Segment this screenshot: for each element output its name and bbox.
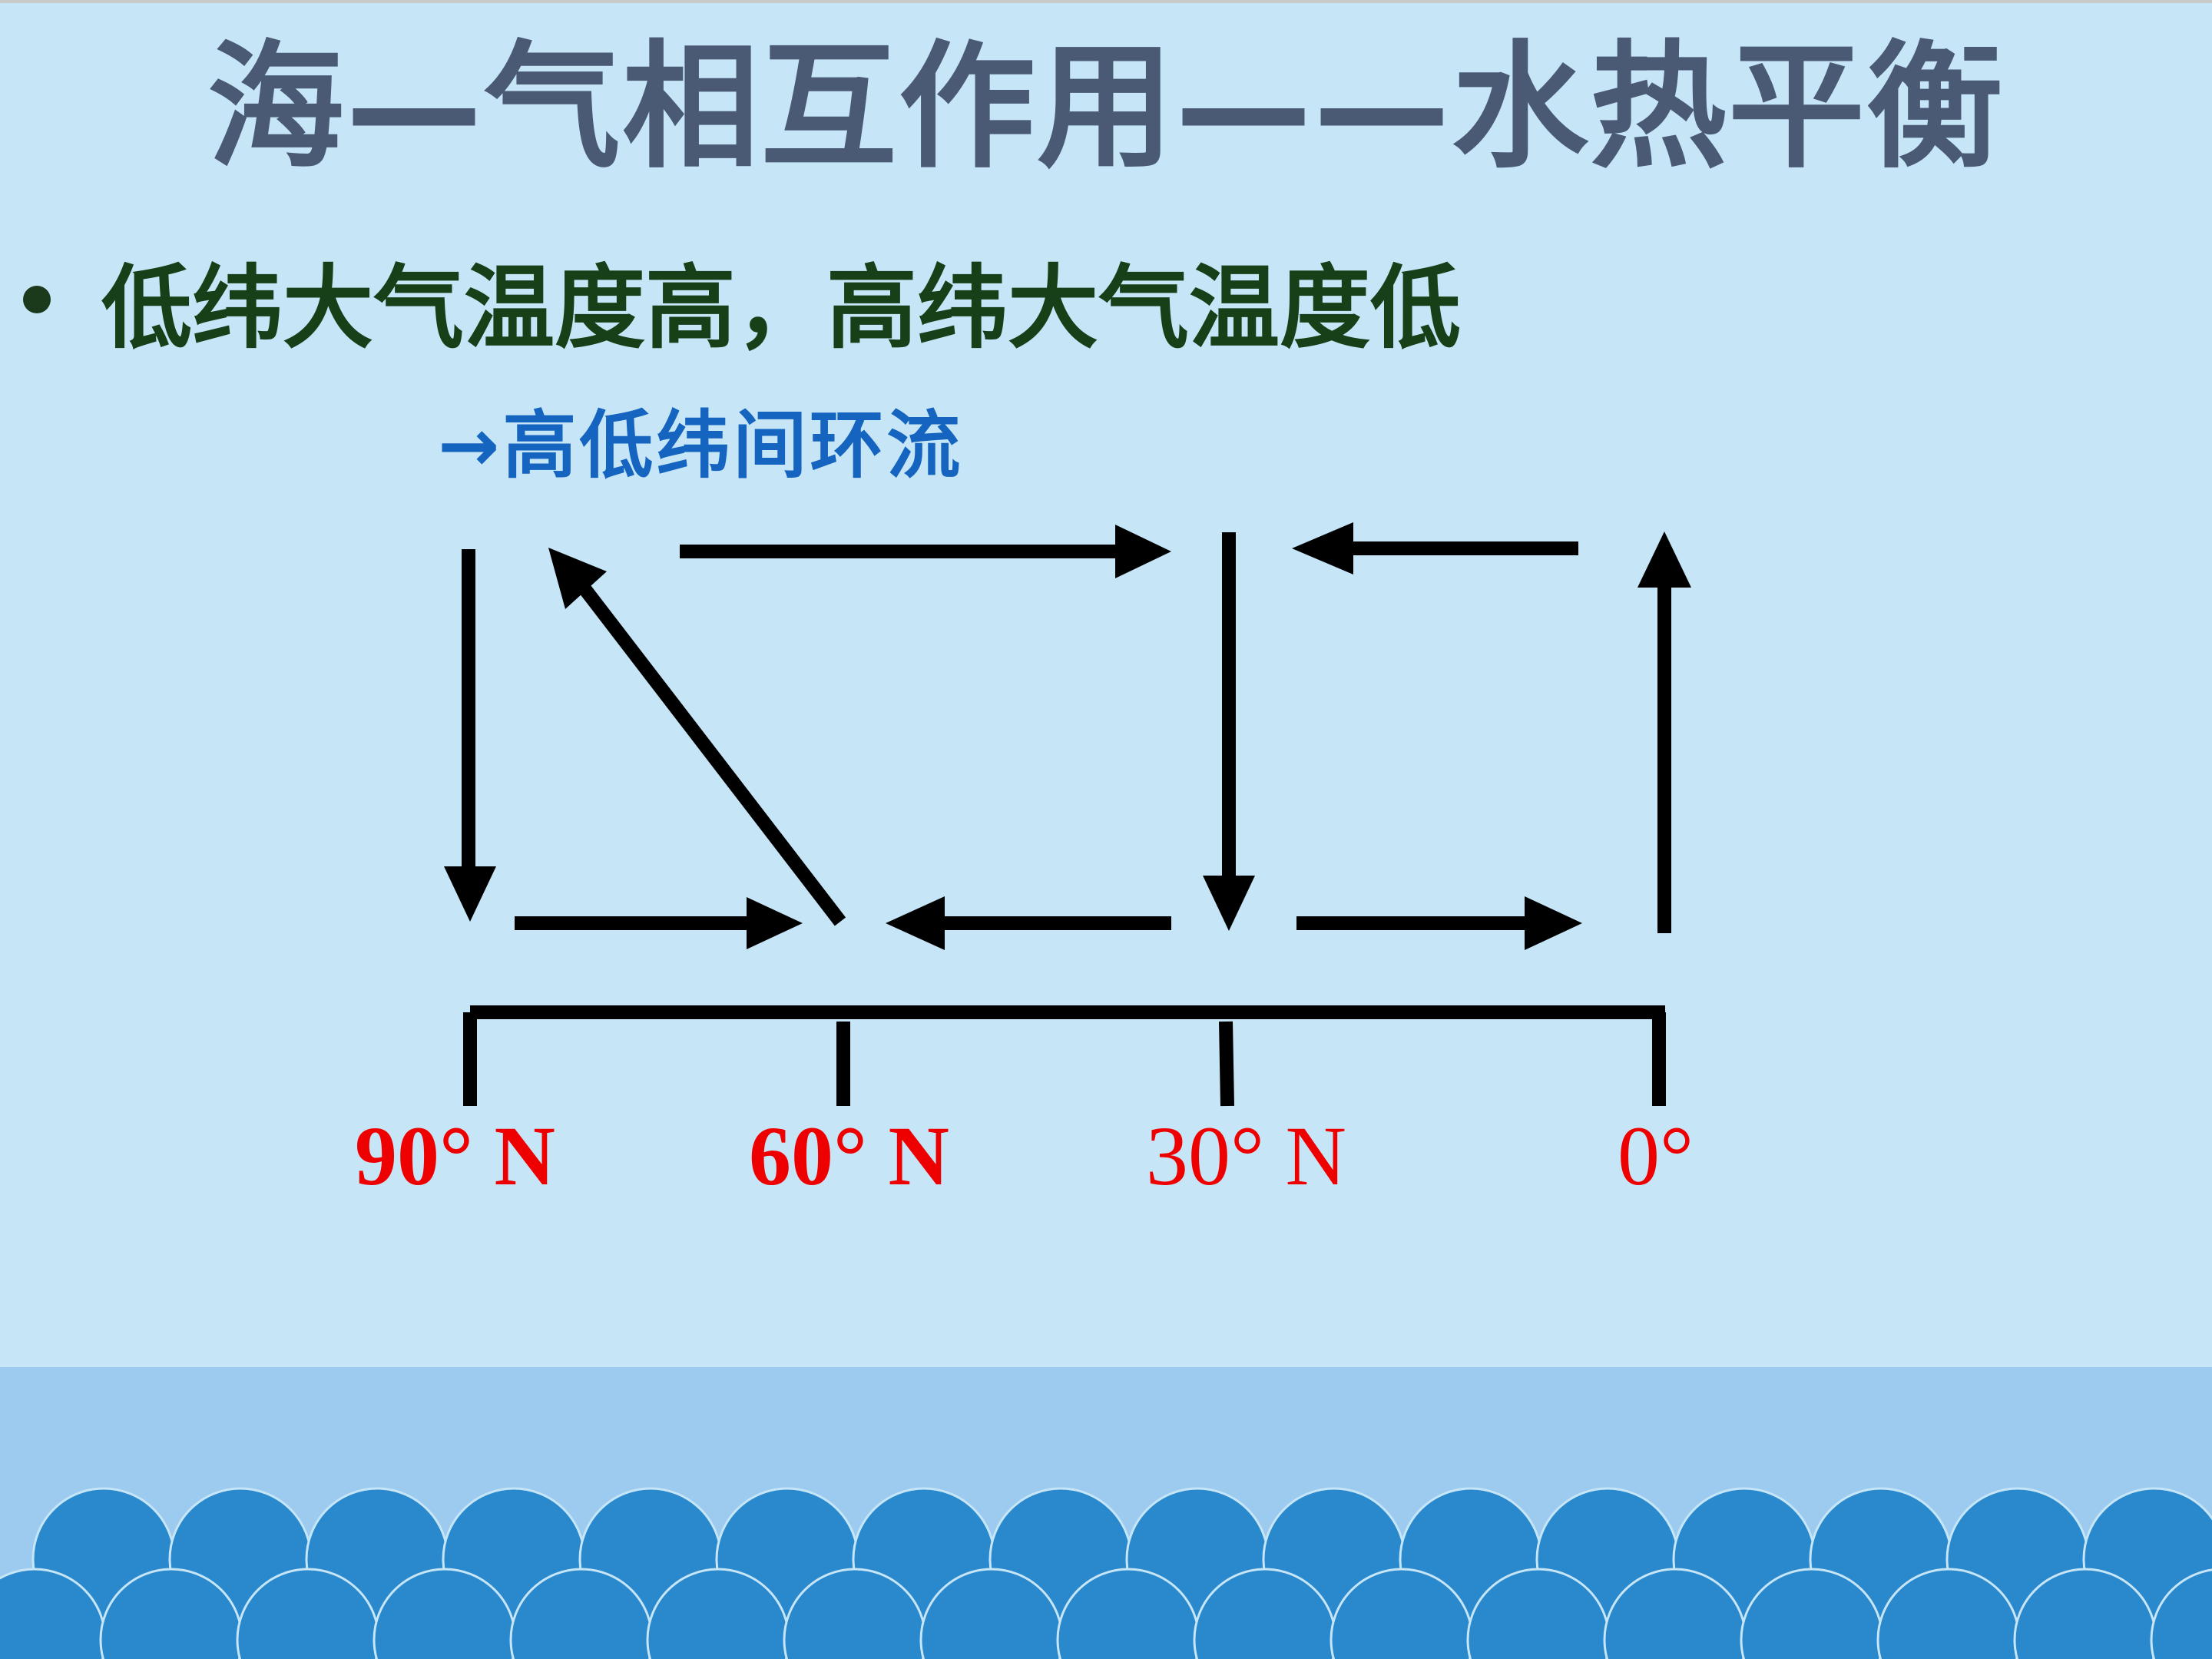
- bullet-dot-icon: [23, 286, 51, 313]
- arrowhead-down-icon: [1203, 876, 1255, 931]
- latitude-label-30n: 30° N: [1146, 1109, 1346, 1203]
- latitude-axis: [463, 1005, 1666, 1107]
- arrowhead-left-icon: [886, 896, 945, 950]
- arrowhead-left-icon: [1292, 522, 1353, 575]
- circulation-subtitle: →高低纬间环流: [438, 402, 964, 488]
- arrowhead-up-icon: [1637, 531, 1691, 588]
- bullet-text: 低纬大气温度高，高纬大气温度低: [101, 254, 1462, 361]
- bullet-point: 低纬大气温度高，高纬大气温度低: [23, 246, 1461, 361]
- latitude-label-60n: 60° N: [749, 1109, 949, 1203]
- arrowhead-up-left-icon: [548, 548, 607, 609]
- latitude-label-0: 0°: [1618, 1109, 1694, 1203]
- polar-rising-arrow: [570, 573, 846, 926]
- latitude-label-90n: 90° N: [355, 1109, 555, 1203]
- arrowhead-right-icon: [1525, 896, 1582, 950]
- ferrel-cell: [680, 532, 1236, 930]
- sea-wave-decoration: [0, 1367, 2212, 1659]
- polar-cell: [462, 549, 846, 930]
- arrowheads: [444, 522, 1691, 950]
- hadley-cell: [1296, 541, 1671, 933]
- slide-title: 海—气相互作用——水热平衡: [207, 28, 2005, 187]
- arrowhead-down-icon: [444, 866, 496, 922]
- arrowhead-right-icon: [1115, 525, 1171, 578]
- wave-scallop: [2150, 1568, 2212, 1659]
- slide-top-border: [0, 0, 2212, 3]
- tick-30n: [1219, 1021, 1234, 1107]
- wave-row-front: [0, 1568, 2212, 1659]
- arrowhead-right-icon: [747, 897, 803, 949]
